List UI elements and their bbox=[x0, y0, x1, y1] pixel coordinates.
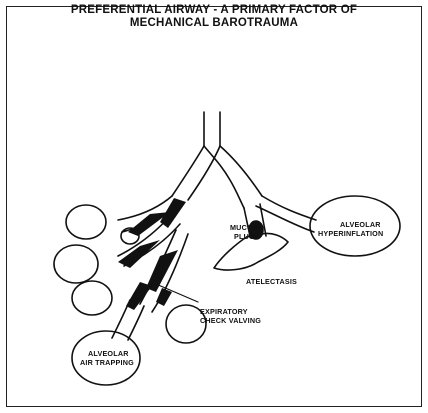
left-alveolus-3 bbox=[54, 245, 98, 283]
trachea bbox=[204, 112, 220, 146]
left-alveolus-1 bbox=[66, 205, 106, 239]
mucoid-label-1: MUCOID bbox=[230, 223, 260, 232]
mucoid-label-2: PLUG bbox=[234, 232, 255, 241]
check-valve-6 bbox=[156, 288, 172, 306]
hyperinflation-label-1: ALVEOLAR bbox=[340, 220, 381, 229]
air-trapping-label-2: AIR TRAPPING bbox=[80, 358, 134, 367]
check-valving-label-2: CHECK VALVING bbox=[200, 316, 261, 325]
check-valving-label-1: EXPIRATORY bbox=[200, 307, 248, 316]
atelectasis-label: ATELECTASIS bbox=[246, 277, 297, 286]
hyperinflation-label-2: HYPERINFLATION bbox=[318, 229, 383, 238]
left-main-bronchus bbox=[172, 146, 220, 200]
left-alveolus-4 bbox=[72, 281, 112, 315]
air-trapping-label-1: ALVEOLAR bbox=[88, 349, 129, 358]
check-valve-5 bbox=[126, 282, 152, 310]
right-main-bronchus bbox=[204, 146, 262, 208]
